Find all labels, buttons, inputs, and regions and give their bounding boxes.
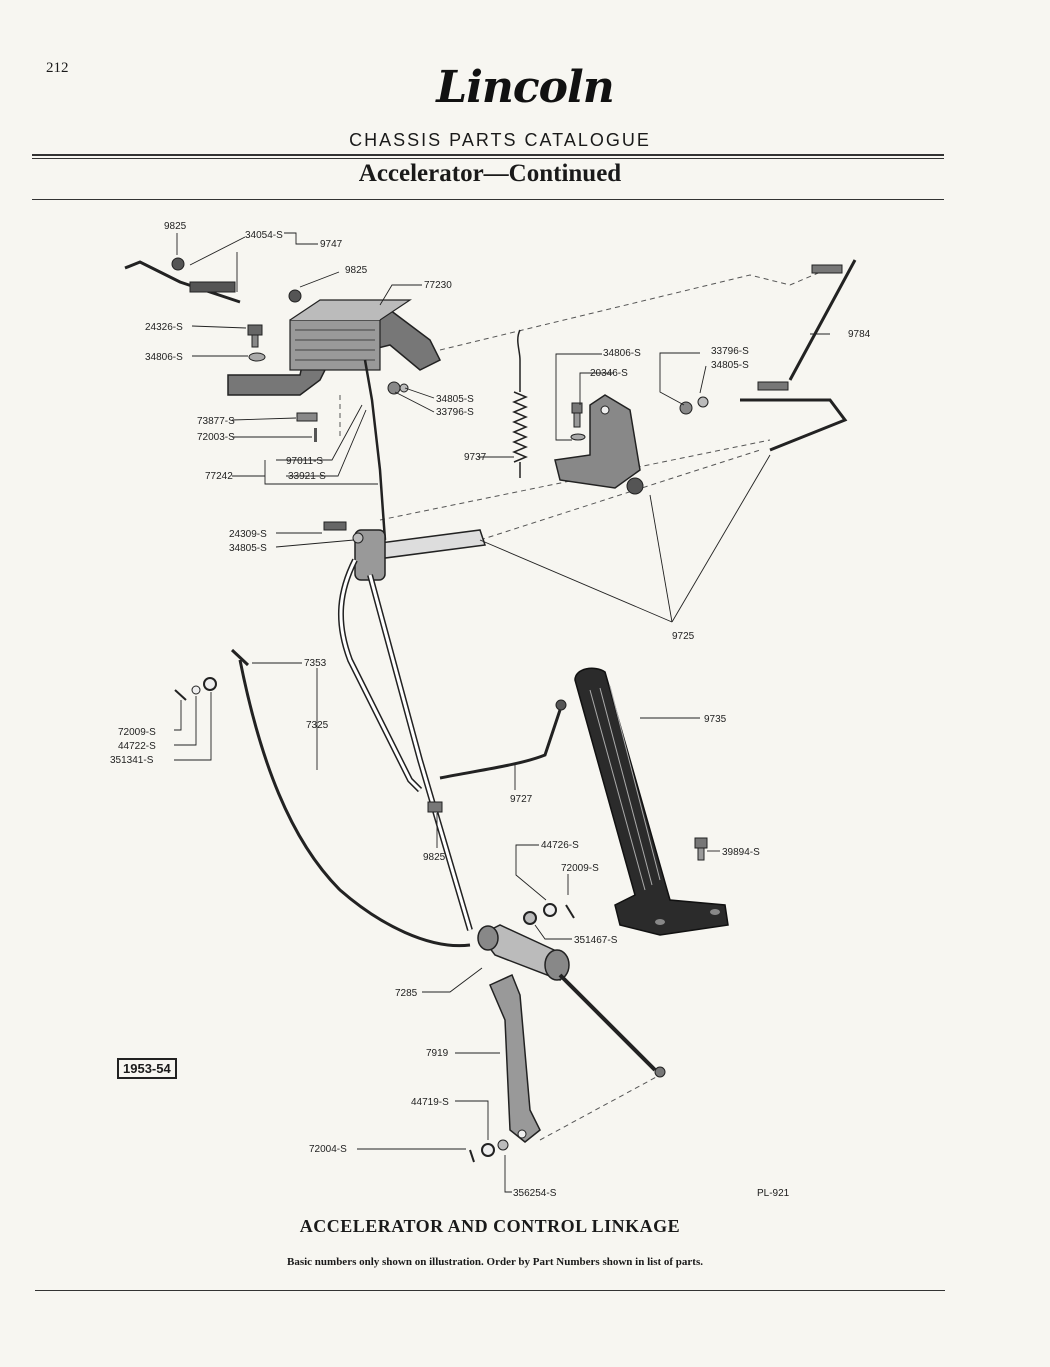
callout-label: 34805-S [229,543,267,554]
rod-end-icon [757,381,789,391]
washer-icon [481,1143,495,1157]
callout-label: 77242 [205,471,233,482]
callout-label: 73877-S [197,416,235,427]
upper-rod-icon [124,260,241,304]
accelerator-bracket-icon [227,299,442,396]
callout-label: 9737 [464,452,487,463]
cross-shaft-icon [338,529,486,931]
callout-labels: 9825 34054-S 9747 9825 77230 24326-S 348… [110,221,871,1199]
brand-logo: Lincoln [436,62,615,113]
bolt-icon [323,521,347,531]
pedal-link-icon [439,709,562,780]
rod-end-icon [811,264,843,274]
leader-lines [174,232,830,1193]
callout-label: 9825 [423,852,446,863]
callout-label: 34805-S [436,394,474,405]
callout-label: 72009-S [118,727,156,738]
parts-diagram: 9825 34054-S 9747 9825 77230 24326-S 348… [110,221,871,1199]
washer-icon [248,352,266,362]
ordering-note: Basic numbers only shown on illustration… [286,1256,703,1268]
callout-label: 72009-S [561,863,599,874]
callout-label: 351341-S [110,755,154,766]
bolt-icon [697,847,705,861]
nut-icon [387,381,401,395]
page-number: 212 [46,60,69,76]
callout-label: 9725 [672,631,695,642]
bolt-icon [247,324,263,336]
callout-label: 33796-S [711,346,749,357]
nut-icon [679,401,693,415]
ball-stud-icon [288,289,302,303]
washer-icon [523,911,537,925]
footer-rule [35,1290,945,1291]
callout-label: 34806-S [603,348,641,359]
callout-label: 20346-S [590,368,628,379]
cotter-pin-icon [469,1149,475,1163]
vertical-control-rod-icon [363,359,387,541]
section-title: Accelerator—Continued [358,160,622,187]
callout-label: 44722-S [118,741,156,752]
callout-label: 34806-S [145,352,183,363]
year-badge: 1953-54 [117,1058,177,1079]
throttle-rod-icon [230,648,471,948]
callout-label: 24309-S [229,529,267,540]
callout-label: 356254-S [513,1188,557,1199]
callout-label: 9735 [704,714,727,725]
callout-label: 72004-S [309,1144,347,1155]
washer-icon [203,677,217,691]
catalogue-title: CHASSIS PARTS CATALOGUE [349,130,651,150]
plate-id: PL-921 [757,1188,790,1199]
callout-label: 33796-S [436,407,474,418]
washer-icon [191,685,201,695]
throttle-lever-icon [489,973,541,1143]
bolt-icon [694,837,708,849]
cotter-pin-icon [174,689,187,701]
ball-stud-icon [427,801,443,813]
callout-label: 33921-S [288,471,326,482]
washer-icon [399,383,409,393]
callout-label: 34805-S [711,360,749,371]
callout-label: 39894-S [722,847,760,858]
cotter-pin-icon [314,428,317,442]
bellcrank-lever-icon [477,924,666,1078]
callout-label: 24326-S [145,322,183,333]
callout-label: 9825 [345,265,368,276]
callout-label: 9727 [510,794,533,805]
accelerator-link-rod-icon [740,259,857,452]
callout-label: 9825 [164,221,187,232]
pedal-shaft-bracket-icon [554,394,644,495]
cotter-pin-icon [565,904,575,919]
ball-stud-icon [555,699,567,711]
diagram-caption: ACCELERATOR AND CONTROL LINKAGE [299,1216,681,1236]
bolt-icon [296,412,318,422]
callout-label: 9784 [848,329,871,340]
callout-label: 7285 [395,988,418,999]
header-rule-top [32,154,944,156]
ball-stud-icon [171,257,185,271]
callout-label: 9747 [320,239,343,250]
callout-label: 34054-S [245,230,283,241]
washer-icon [352,532,364,544]
return-spring-icon [512,329,528,478]
bolt-icon [251,334,259,348]
callout-label: 7919 [426,1048,449,1059]
section-rule [32,199,944,200]
washer-icon [543,903,557,917]
callout-label: 72003-S [197,432,235,443]
washer-icon [697,396,709,408]
washer-icon [497,1139,509,1151]
accelerator-pedal-icon [574,667,729,936]
callout-label: 7353 [304,658,327,669]
callout-label: 77230 [424,280,452,291]
callout-label: 97011-S [286,456,323,467]
callout-label: 44726-S [541,840,579,851]
header-rule-second [32,158,944,159]
callout-label: 44719-S [411,1097,449,1108]
callout-label: 7325 [306,720,329,731]
callout-label: 351467-S [574,935,618,946]
